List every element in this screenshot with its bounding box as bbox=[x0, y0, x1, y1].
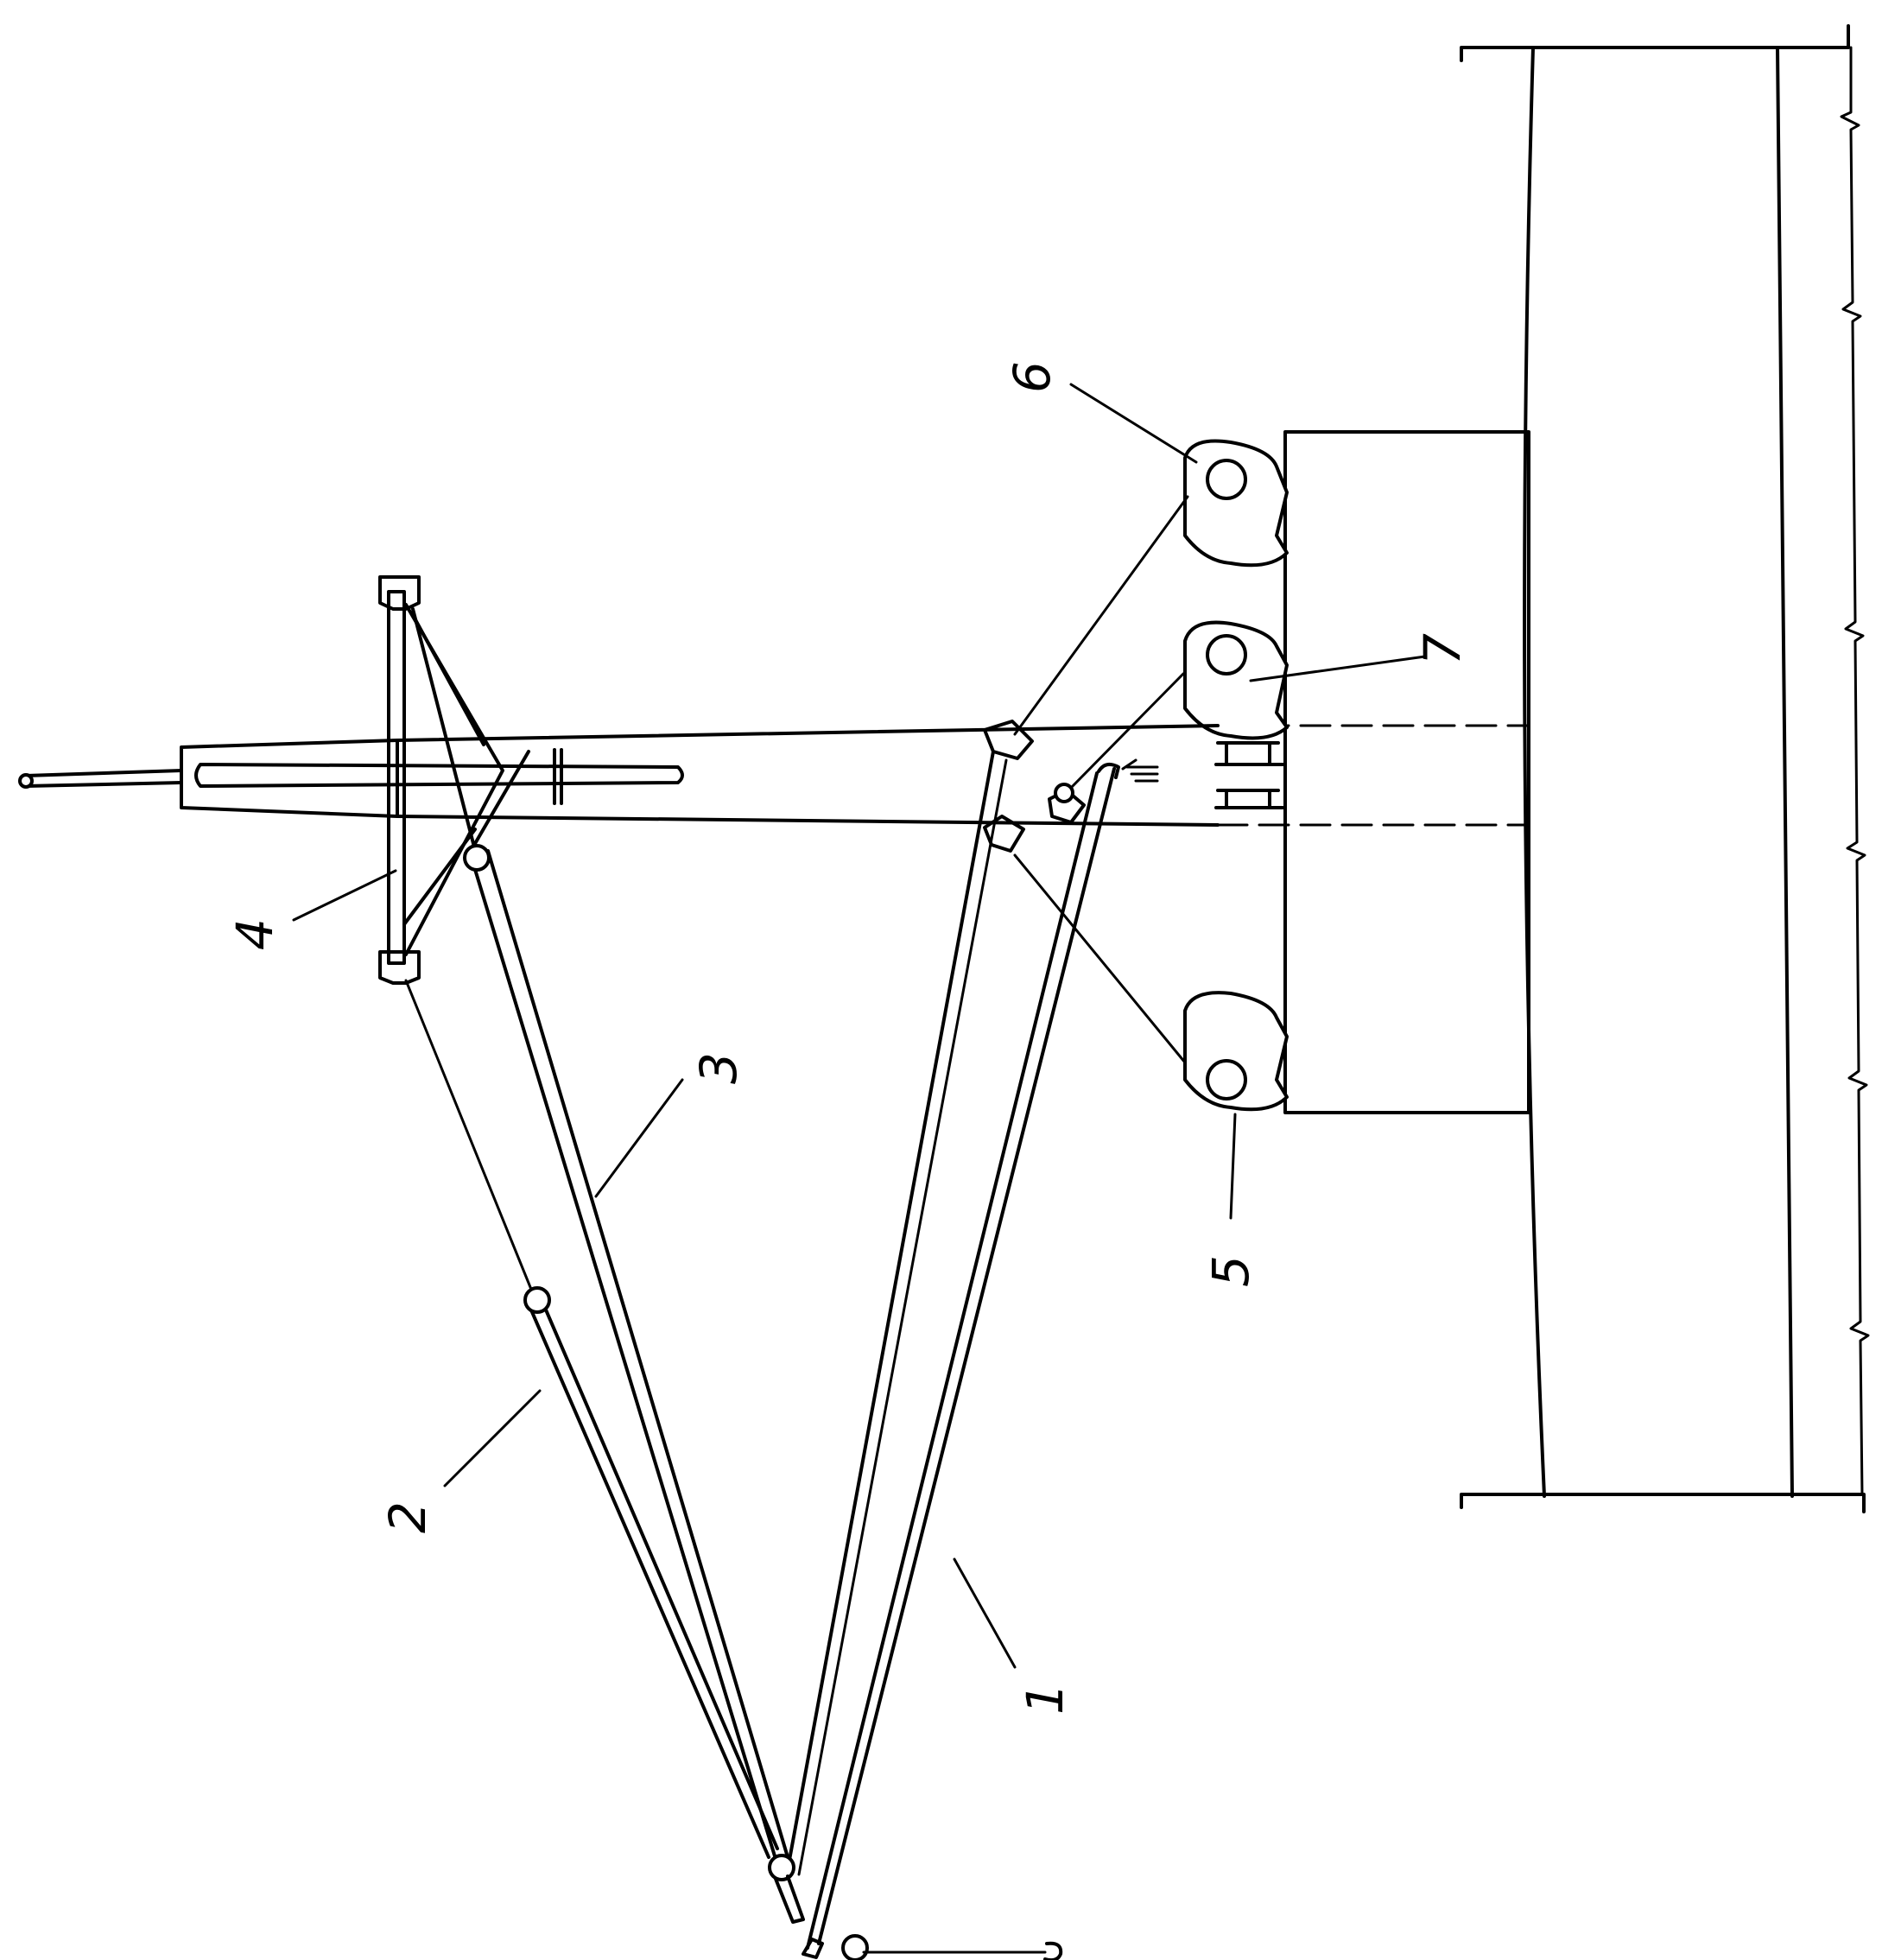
winch-6 bbox=[1183, 439, 1289, 568]
winch-5 bbox=[1183, 991, 1289, 1112]
label-3: 3 bbox=[689, 1052, 748, 1084]
winch-7 bbox=[1183, 620, 1289, 740]
label-4: 4 bbox=[225, 918, 284, 950]
winch-wires bbox=[1013, 495, 1189, 1064]
mast bbox=[18, 724, 1220, 827]
label-2: 2 bbox=[378, 1501, 437, 1533]
label-1: 1 bbox=[1016, 1683, 1074, 1715]
boom-1 bbox=[784, 720, 1120, 1950]
crosstree bbox=[378, 575, 530, 985]
callouts bbox=[292, 383, 1427, 1669]
boom-head bbox=[768, 1854, 1063, 1960]
topping-lift-2 bbox=[404, 979, 779, 1859]
label-7: 7 bbox=[1413, 633, 1472, 665]
label-6: 6 bbox=[1003, 361, 1061, 393]
boom-3 bbox=[463, 844, 792, 1881]
label-5: 5 bbox=[1201, 1255, 1260, 1287]
vessel bbox=[1460, 24, 1870, 1513]
mast-foot-fittings bbox=[1125, 741, 1284, 809]
